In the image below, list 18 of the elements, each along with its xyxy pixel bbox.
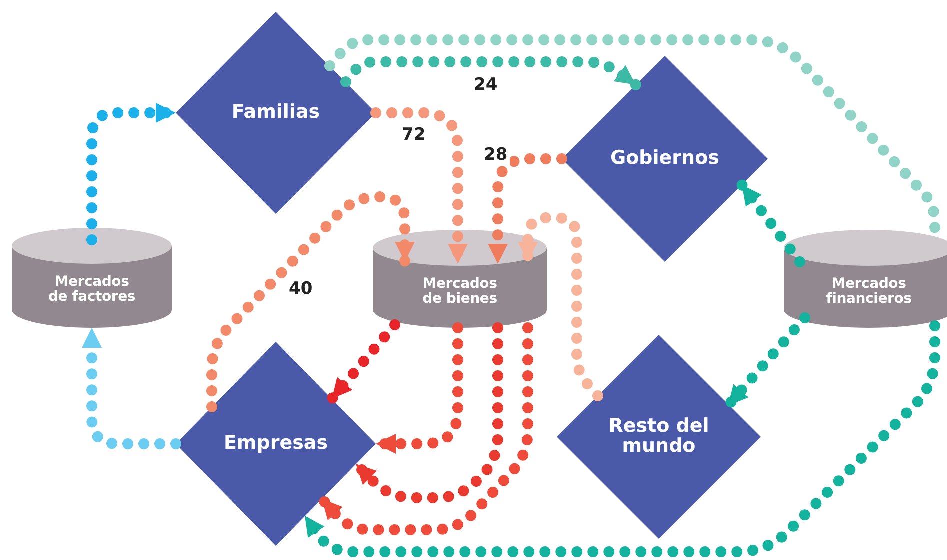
node-label: Resto del mundo [608,417,710,457]
node-label: Gobiernos [610,149,720,169]
node-label: Empresas [222,434,330,454]
dotted-arrow [518,212,604,402]
dotted-arrow [736,180,806,268]
dotted-arrow [326,320,400,404]
node-label: Mercados de bienes [422,277,498,306]
node-label: Mercados de factores [47,275,137,304]
dotted-arrow [206,192,415,412]
market-cylinder [12,228,172,328]
edge-label: 28 [482,146,510,165]
market-cylinder [784,230,947,328]
sector-diamond [557,335,761,539]
node-label: Mercados financieros [825,277,913,306]
node-label: Familias [230,103,322,123]
market-cylinder [373,230,547,328]
dotted-arrow [340,56,642,90]
dotted-arrow [316,322,534,536]
